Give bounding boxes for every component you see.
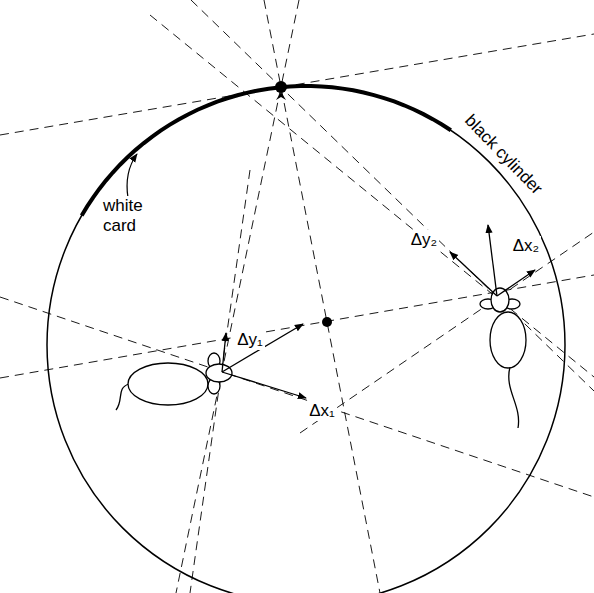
leader-line xyxy=(127,154,137,198)
axis-label: Δy₁ xyxy=(235,330,265,350)
center-dot xyxy=(322,317,332,327)
rat-two xyxy=(480,288,526,428)
target-mark xyxy=(276,92,286,100)
cylinder-label: black cylinder xyxy=(459,109,547,200)
cylinder-wall xyxy=(47,86,565,593)
card-label: white card xyxy=(101,196,151,235)
axis-label: Δx₂ xyxy=(511,236,541,256)
rat-one xyxy=(116,353,232,410)
axis-label: Δy₂ xyxy=(409,230,439,250)
body-axes xyxy=(222,225,535,398)
landmark-dot xyxy=(275,81,287,93)
axis-label: Δx₁ xyxy=(307,401,337,421)
